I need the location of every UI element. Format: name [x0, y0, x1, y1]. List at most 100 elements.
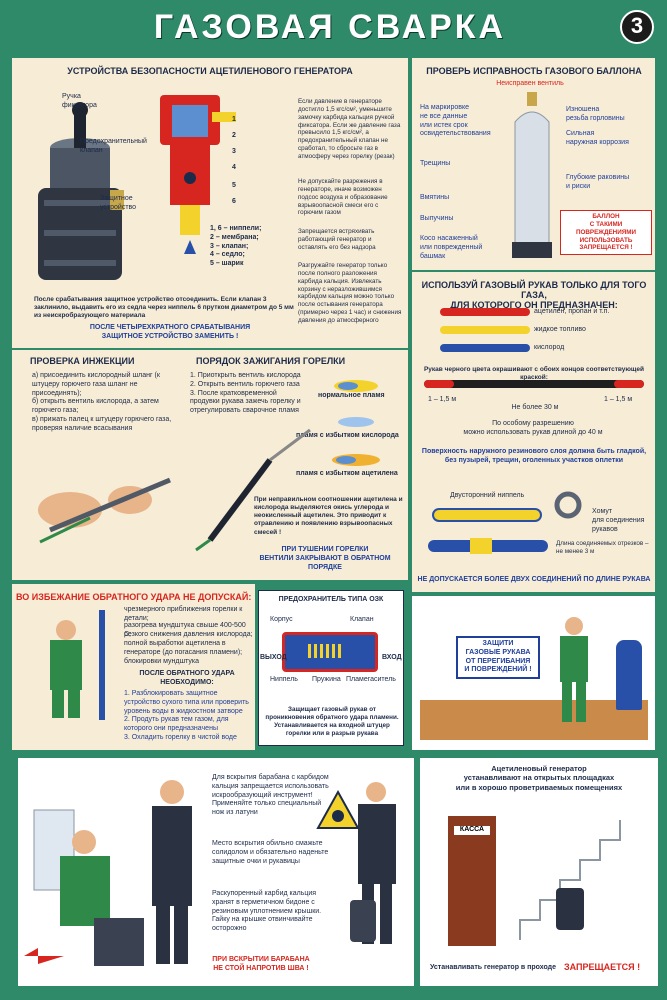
drum-workers-illustration — [24, 780, 192, 966]
page-title: ГАЗОВАЯ СВАРКА — [153, 8, 507, 46]
ignition-warning: При неправильном соотношении ацетилена и… — [254, 496, 403, 536]
placement-bottom-ban: ЗАПРЕЩАЕТСЯ ! — [564, 962, 641, 972]
hose-surface-requirement: Поверхность наружного резинового слоя до… — [421, 448, 647, 464]
diagram-number-1: 1 — [232, 116, 236, 123]
nipple-joint-illustration — [432, 508, 542, 522]
generator-heading: УСТРОЙСТВА БЕЗОПАСНОСТИ АЦЕТИЛЕНОВОГО ГЕ… — [67, 66, 353, 76]
drum-text-2: Место вскрытия обильно смажьте солидолом… — [212, 840, 329, 865]
hose-max-length: Не более 30 м — [511, 404, 559, 411]
diagram-number-5: 5 — [232, 182, 236, 189]
generator-illustration — [38, 102, 124, 280]
hoses-heading: ИСПОЛЬЗУЙ ГАЗОВЫЙ РУКАВ ТОЛЬКО ДЛЯ ТОГО … — [421, 280, 647, 310]
ignition-steps: 1. Приоткрыть вентиль кислорода 2. Откры… — [190, 372, 301, 414]
joined-hose-nipple — [470, 538, 492, 554]
placement-text: Ацетиленовый генератор устанавливают на … — [455, 764, 623, 792]
drum-warning: ПРИ ВСКРЫТИИ БАРАБАНА НЕ СТОЙ НАПРОТИВ Ш… — [212, 956, 310, 972]
ozk-caption: Защищает газовый рукав от проникновения … — [265, 706, 399, 737]
injection-heading: ПРОВЕРКА ИНЖЕКЦИИ — [30, 356, 135, 366]
backfire-item-2: разогрева мундштука свыше 400-500 С; — [124, 622, 246, 638]
ozk-spring — [308, 644, 344, 658]
generator-bullet-3: Запрещается встряхивать работающий генер… — [298, 228, 376, 251]
hose-type-oxygen: кислород — [534, 344, 565, 351]
hose-black-end-left — [424, 380, 454, 388]
hose-red — [440, 308, 530, 316]
hose-type-acetylene: ацетилен, пропан и т.п. — [534, 308, 610, 315]
cylinder-label-pits: Глубокие раковины и риски — [566, 174, 630, 190]
label-clamp: Хомут для соединения рукавов — [592, 508, 645, 533]
backfire-after-heading: ПОСЛЕ ОБРАТНОГО УДАРА НЕОБХОДИМО: — [139, 670, 235, 686]
label-handle: Ручка фиксатора — [62, 93, 97, 109]
safety-device-diagram — [160, 95, 236, 254]
ignition-heading: ПОРЯДОК ЗАЖИГАНИЯ ГОРЕЛКИ — [196, 356, 346, 366]
label-double-nipple: Двусторонний ниппель — [450, 492, 525, 499]
backfire-item-3: резкого снижения давления кислорода; — [124, 631, 253, 638]
cylinder-top-label: Неисправен вентиль — [496, 80, 564, 87]
ozk-label-valve: Клапан — [350, 616, 374, 623]
cylinder-label-thread: Изношена резьба горловины — [566, 106, 625, 122]
hose-black-end-right — [614, 380, 644, 388]
door-illustration — [448, 816, 496, 946]
sheet-number-badge — [620, 10, 654, 44]
label-segment-length: Длина соединяемых отрезков – не менее 3 … — [556, 540, 649, 555]
cylinder-label-corrosion: Сильная наружная коррозия — [566, 130, 629, 146]
hose-end-length-left: 1 – 1,5 м — [428, 396, 457, 403]
hose-type-fuel: жидкое топливо — [534, 326, 586, 333]
injection-text: а) присоединить кислородный шланг (к шту… — [32, 372, 172, 432]
flames-illustration — [332, 380, 380, 466]
generator-after-text: После срабатывания защитное устройство о… — [34, 296, 294, 320]
hose-max-joints: НЕ ДОПУСКАЕТСЯ БОЛЕЕ ДВУХ СОЕДИНЕНИЙ ПО … — [417, 576, 651, 583]
flame-normal-label: нормальное пламя — [318, 392, 385, 399]
ignition-close-note: ПРИ ТУШЕНИИ ГОРЕЛКИ ВЕНТИЛИ ЗАКРЫВАЮТ В … — [259, 546, 391, 571]
welder-backfire-illustration — [50, 610, 105, 720]
door-sign: КАССА — [454, 826, 490, 835]
cylinder-label-cracks: Трещины — [420, 160, 451, 167]
hands-torch-illustration — [38, 477, 171, 544]
ozk-label-spring: Пружина — [312, 676, 341, 683]
ozk-label-flame-arrestor: Пламегаситель — [346, 676, 396, 683]
hose-black-note: Рукав черного цвета окрашивают с обоих к… — [423, 366, 645, 382]
hose-yellow — [440, 326, 530, 334]
placement-bottom-text: Устанавливать генератор в проходе — [430, 964, 557, 971]
clamp-illustration — [554, 491, 582, 519]
stairs-illustration — [519, 820, 621, 940]
diagram-number-2: 2 — [232, 132, 236, 139]
torch-illustration — [195, 428, 311, 552]
backfire-item-5: блокировки мундштука — [124, 658, 199, 665]
cylinder-label-dents: Вмятины — [420, 194, 450, 201]
drum-text-3: Раскупоренный карбид кальция хранят в ге… — [212, 890, 322, 932]
sheet-number: 3 — [630, 13, 644, 38]
gas-cylinders-illustration — [616, 640, 642, 710]
cylinder-ban: БАЛЛОН С ТАКИМИ ПОВРЕЖДЕНИЯМИ ИСПОЛЬЗОВА… — [560, 210, 652, 256]
drum-text-1: Для вскрытия барабана с карбидом кальция… — [212, 774, 329, 816]
worker-hoses-illustration — [560, 617, 588, 722]
floor-illustration — [420, 700, 648, 740]
worker-can-illustration — [350, 782, 396, 944]
backfire-heading: ВО ИЗБЕЖАНИЕ ОБРАТНОГО УДАРА НЕ ДОПУСКАЙ… — [16, 592, 252, 602]
cylinder-heading: ПРОВЕРЬ ИСПРАВНОСТЬ ГАЗОВОГО БАЛЛОНА — [426, 66, 642, 76]
diagram-number-4: 4 — [232, 164, 236, 171]
cylinder-label-bulges: Выпучины — [420, 215, 454, 222]
ozk-label-in: ВХОД — [382, 654, 402, 661]
hose-end-length-right: 1 – 1,5 м — [604, 396, 633, 403]
explosion-hazard-icon — [316, 789, 360, 829]
ozk-label-nipple: Ниппель — [270, 676, 298, 683]
generator-bullet-1: Если давление в генераторе достигло 1,5 … — [298, 98, 401, 161]
ozk-label-body: Корпус — [270, 616, 293, 623]
flame-oxygen-label: пламя с избытком кислорода — [296, 432, 399, 439]
backfire-after-steps: 1. Разблокировать защитное устройство су… — [124, 690, 249, 741]
cylinder-label-shoe: Косо насаженный или поврежденный башмак — [420, 235, 483, 260]
hose-black — [424, 380, 644, 388]
diagram-legend: 1, 6 – ниппели; 2 – мембрана; 3 – клапан… — [210, 225, 262, 267]
hose-blue — [440, 344, 530, 352]
flame-acetylene-label: пламя с избытком ацетилена — [296, 470, 398, 477]
hoses-panel — [412, 272, 655, 592]
hose-special-permission: По особому разрешению можно использовать… — [463, 420, 603, 436]
cylinder-label-marking: На маркировке не все данные или истек ср… — [420, 104, 491, 138]
ozk-label-out: ВЫХОД — [260, 654, 287, 661]
backfire-item-1: чрезмерного приближения горелки к детали… — [124, 606, 243, 622]
ozk-heading: ПРЕДОХРАНИТЕЛЬ ТИПА ОЗК — [278, 596, 384, 603]
generator-in-passage — [556, 888, 584, 930]
label-protective-device: Защитное устройство — [100, 195, 137, 211]
generator-bullet-4: Разгружайте генератор только после полно… — [298, 262, 402, 325]
generator-replace-note: ПОСЛЕ ЧЕТЫРЕХКРАТНОГО СРАБАТЫВАНИЯ ЗАЩИТ… — [89, 324, 251, 340]
